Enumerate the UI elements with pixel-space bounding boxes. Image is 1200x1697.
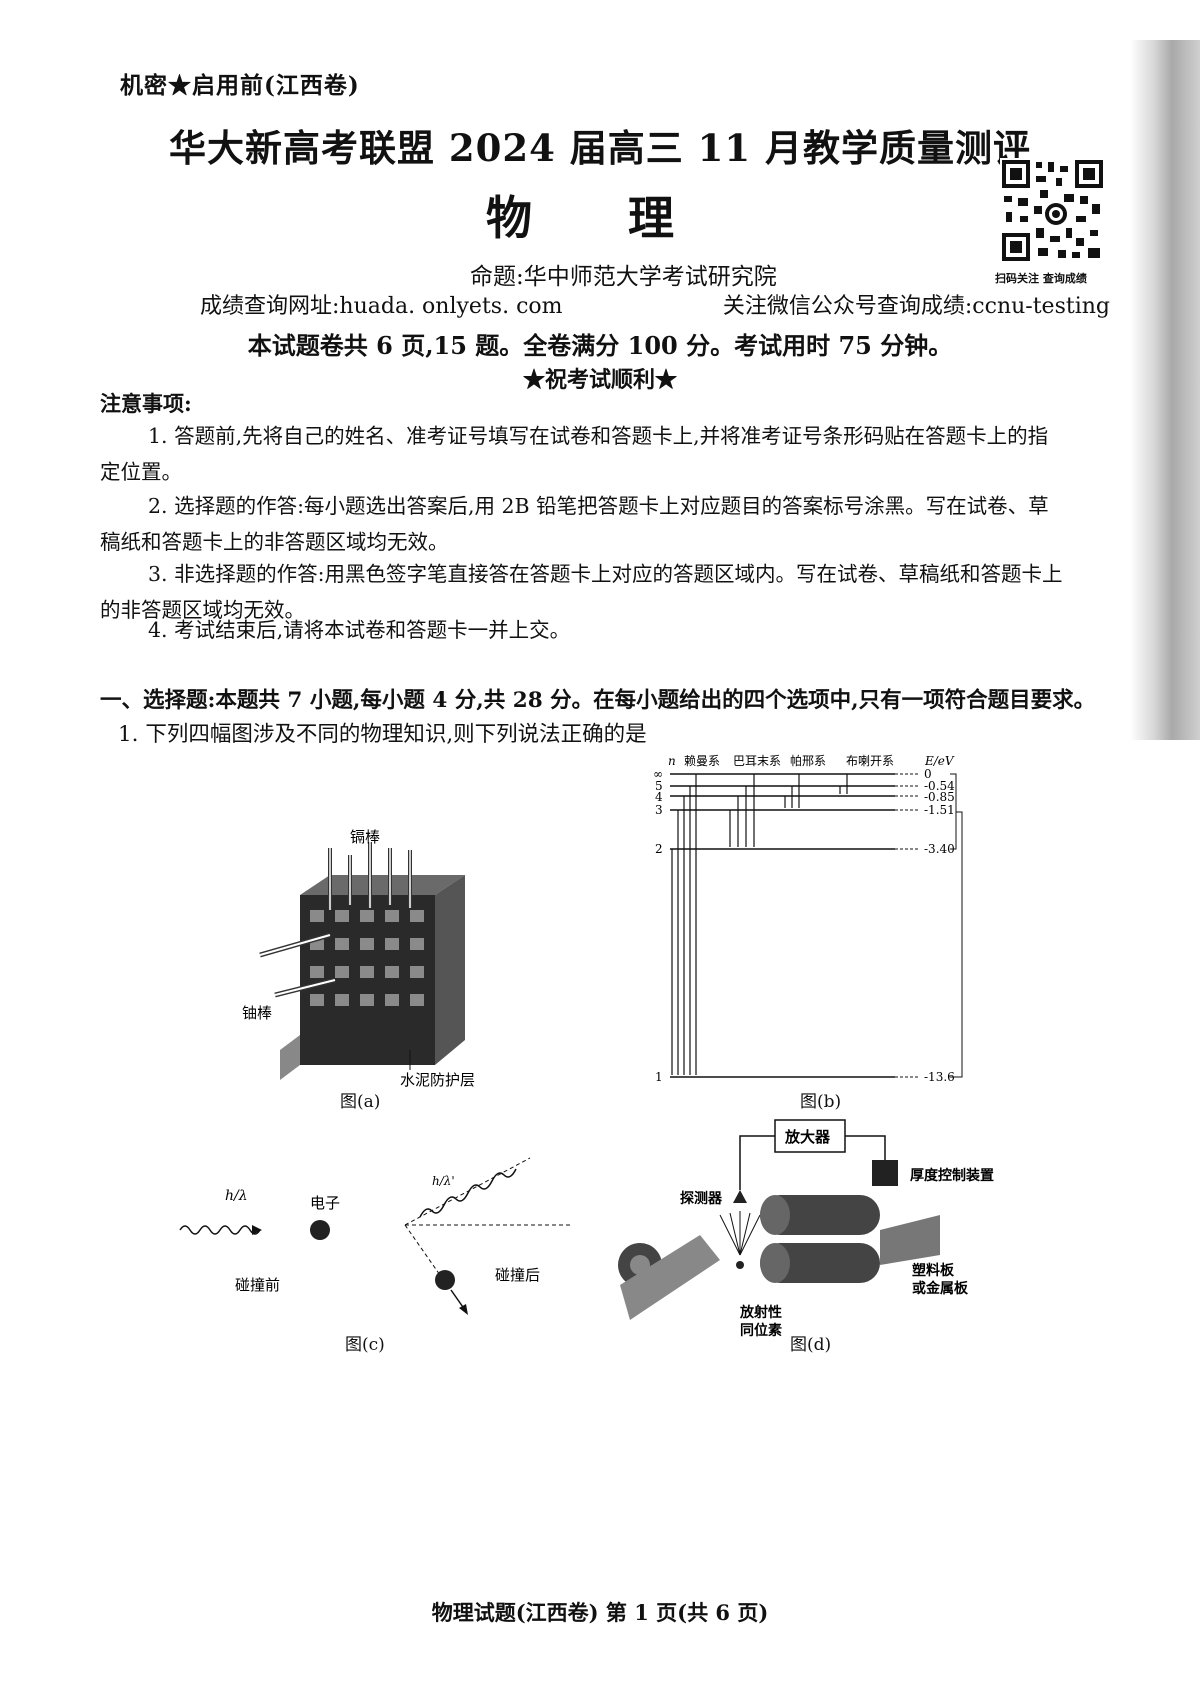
- figure-a-label-top: 镉棒: [350, 828, 380, 846]
- amplifier-label: 放大器: [784, 1128, 831, 1146]
- level-energy: -13.6: [924, 1070, 955, 1084]
- figure-c-caption: 图(c): [345, 1335, 385, 1355]
- qr-caption: 扫码关注 查询成绩: [995, 272, 1087, 285]
- thickness-control-label: 厚度控制装置: [910, 1167, 994, 1184]
- level-energy: -0.54: [924, 779, 955, 793]
- series-brackett: 布喇开系: [846, 753, 894, 768]
- photon-before-label: h/λ: [225, 1188, 248, 1204]
- level-energy: -0.85: [924, 790, 955, 804]
- figure-a-reactor: 镉棒 铀棒 水泥防护层: [240, 820, 540, 1110]
- figure-d-thickness-gauge: 放大器 厚度控制装置 探测器 塑料板 或金属板 放射性 同位素: [610, 1115, 1000, 1345]
- figure-b-e-label: E/eV: [924, 754, 955, 768]
- notice-line: 定位置。: [100, 460, 182, 484]
- notice-item: 4. 考试结束后,请将本试卷和答题卡一并上交。: [100, 612, 1180, 648]
- page-footer: 物理试题(江西卷) 第 1 页(共 6 页): [431, 1600, 769, 1625]
- notice-item: 1. 答题前,先将自己的姓名、准考证号填写在试卷和答题卡上,并将准考证号条形码贴…: [100, 418, 1180, 490]
- figure-b-energy-levels: n 赖曼系 巴耳末系 帕邢系 布喇开系 E/eV ∞ 5 4 3 2 1 0 -…: [650, 752, 980, 1092]
- query-info-row: 成绩查询网址:huada. onlyets. com 关注微信公众号查询成绩:c…: [200, 288, 1110, 320]
- figure-a-label-bottom: 水泥防护层: [400, 1071, 475, 1089]
- level-n: ∞: [653, 767, 663, 781]
- electron-label: 电子: [310, 1194, 340, 1212]
- exam-title: 华大新高考联盟 2024 届高三 11 月教学质量测评: [169, 126, 1031, 170]
- source-label-line1: 放射性: [739, 1304, 782, 1321]
- level-n: 2: [655, 842, 663, 856]
- level-n: 4: [655, 790, 663, 804]
- exam-info: 本试题卷共 6 页,15 题。全卷满分 100 分。考试用时 75 分钟。: [247, 331, 953, 360]
- good-luck-line: ★祝考试顺利★: [522, 367, 677, 393]
- notice-line: 稿纸和答题卡上的非答题区域均无效。: [100, 530, 449, 554]
- detector-label: 探测器: [680, 1190, 723, 1207]
- figure-b-caption: 图(b): [800, 1092, 842, 1112]
- notice-item: 2. 选择题的作答:每小题选出答案后,用 2B 铅笔把答题卡上对应题目的答案标号…: [100, 488, 1180, 560]
- notice-line: 2. 选择题的作答:每小题选出答案后,用 2B 铅笔把答题卡上对应题目的答案标号…: [148, 494, 1049, 518]
- notice-item: 3. 非选择题的作答:用黑色签字笔直接答在答题卡上对应的答题区域内。写在试卷、草…: [100, 556, 1180, 628]
- photon-after-label: h/λ': [432, 1174, 455, 1188]
- exam-author: 命题:华中师范大学考试研究院: [470, 264, 777, 290]
- before-collision-label: 碰撞前: [235, 1276, 280, 1294]
- notice-line: 1. 答题前,先将自己的姓名、准考证号填写在试卷和答题卡上,并将准考证号条形码贴…: [148, 424, 1049, 448]
- notice-line: 的非答题区域均无效。: [100, 598, 305, 622]
- level-n: 1: [655, 1070, 663, 1084]
- plate-label-line2: 或金属板: [912, 1280, 969, 1297]
- level-energy: 0: [924, 767, 932, 781]
- scan-shadow: [1130, 40, 1200, 740]
- level-n: 5: [655, 779, 663, 793]
- plate-label-line1: 塑料板: [912, 1262, 955, 1279]
- level-energy: -3.40: [924, 842, 955, 856]
- notice-heading: 注意事项:: [100, 391, 192, 416]
- series-paschen: 帕邢系: [790, 753, 826, 768]
- figure-d-caption: 图(d): [790, 1335, 832, 1355]
- level-n: 3: [655, 803, 663, 817]
- after-collision-label: 碰撞后: [495, 1266, 540, 1284]
- section-heading: 一、选择题:本题共 7 小题,每小题 4 分,共 28 分。在每小题给出的四个选…: [100, 688, 1096, 713]
- figure-b-n-label: n: [668, 754, 676, 768]
- wechat-info: 关注微信公众号查询成绩:ccnu-testing: [722, 294, 1110, 319]
- figure-a-caption: 图(a): [340, 1092, 381, 1112]
- figure-a-label-left: 铀棒: [242, 1004, 272, 1022]
- qr-code-image: [1000, 158, 1105, 263]
- confidential-label: 机密★启用前(江西卷): [120, 72, 360, 99]
- notice-line: 4. 考试结束后,请将本试卷和答题卡一并上交。: [148, 618, 571, 642]
- subject-title: 物 理: [485, 191, 714, 245]
- question-1-stem: 1. 下列四幅图涉及不同的物理知识,则下列说法正确的是: [118, 722, 647, 747]
- figure-c-compton: h/λ 电子 碰撞前 h/λ' 碰撞后: [170, 1150, 590, 1340]
- level-energy: -1.51: [924, 803, 955, 817]
- source-label-line2: 同位素: [740, 1322, 782, 1339]
- score-url: 成绩查询网址:huada. onlyets. com: [200, 294, 563, 319]
- series-lyman: 赖曼系: [684, 754, 720, 768]
- notice-line: 3. 非选择题的作答:用黑色签字笔直接答在答题卡上对应的答题区域内。写在试卷、草…: [148, 562, 1063, 586]
- series-balmer: 巴耳末系: [733, 754, 781, 768]
